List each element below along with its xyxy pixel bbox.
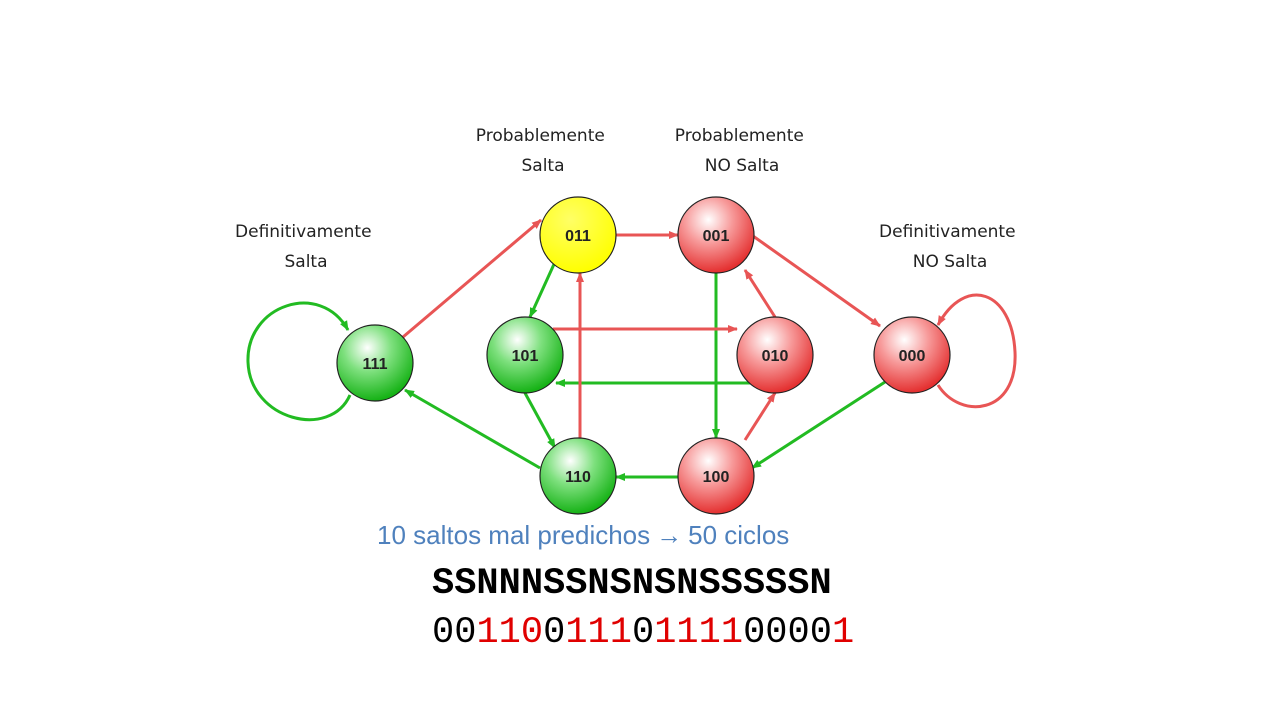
bit-digit: 0 bbox=[787, 612, 810, 654]
state-node-label: 010 bbox=[762, 348, 789, 365]
state-node-101: 101 bbox=[486, 316, 564, 394]
bit-digit: 1 bbox=[654, 612, 677, 654]
state-node-circle bbox=[486, 316, 564, 394]
state-node-label: 000 bbox=[899, 348, 926, 365]
bit-digit: 0 bbox=[432, 612, 455, 654]
mispredict-summary: 10 saltos mal predichos→50 ciclos bbox=[377, 520, 789, 551]
bit-digit: 1 bbox=[476, 612, 499, 654]
label-probablemente-salta: Probablemente Salta bbox=[476, 126, 610, 176]
state-node-circle bbox=[677, 437, 755, 515]
edge-001-to-000 bbox=[752, 234, 881, 328]
edge-101-to-110 bbox=[523, 392, 557, 449]
state-node-label: 101 bbox=[512, 348, 539, 365]
state-node-100: 100 bbox=[677, 437, 755, 515]
label-probablemente-no-salta: Probablemente NO Salta bbox=[675, 126, 809, 176]
state-node-label: 100 bbox=[703, 469, 730, 486]
edge-100-to-010 bbox=[743, 392, 777, 441]
bit-digit: 0 bbox=[809, 612, 832, 654]
state-node-001: 001 bbox=[677, 196, 755, 274]
bit-digit: 1 bbox=[676, 612, 699, 654]
state-node-label: 011 bbox=[565, 228, 591, 245]
bit-digit: 1 bbox=[609, 612, 632, 654]
bit-digit: 1 bbox=[698, 612, 721, 654]
summary-left-text: 10 saltos mal predichos bbox=[377, 520, 651, 550]
state-node-circle bbox=[736, 316, 814, 394]
bit-digit: 1 bbox=[498, 612, 521, 654]
state-node-circle bbox=[539, 437, 617, 515]
bit-digit: 0 bbox=[454, 612, 477, 654]
state-node-circle bbox=[336, 324, 414, 402]
label-definitivamente-no-salta: Definitivamente NO Salta bbox=[879, 222, 1021, 272]
state-node-label: 111 bbox=[363, 356, 388, 373]
state-nodes: 111 011 001 101 010 000 110 100 bbox=[336, 196, 951, 515]
summary-right-text: 50 ciclos bbox=[688, 520, 790, 550]
branch-outcome-sequence: SSNNNSSNSNSNSSSSSN bbox=[432, 563, 832, 605]
state-node-circle bbox=[539, 196, 617, 274]
bit-digit: 0 bbox=[765, 612, 788, 654]
edge-000-to-000 bbox=[936, 293, 1017, 409]
state-node-circle bbox=[873, 316, 951, 394]
bit-digit: 0 bbox=[543, 612, 566, 654]
bit-digit: 1 bbox=[565, 612, 588, 654]
edge-000-to-100 bbox=[751, 380, 886, 470]
state-node-110: 110 bbox=[539, 437, 617, 515]
label-definitivamente-salta: Definitivamente Salta bbox=[235, 222, 377, 272]
state-node-circle bbox=[677, 196, 755, 274]
arrow-right-icon: → bbox=[656, 520, 683, 550]
bit-digit: 0 bbox=[520, 612, 544, 654]
edge-010-to-001 bbox=[743, 269, 777, 318]
state-node-011: 011 bbox=[539, 196, 617, 274]
state-node-111: 111 bbox=[336, 324, 414, 402]
edge-110-to-111 bbox=[404, 388, 541, 470]
bit-digit: 1 bbox=[587, 612, 610, 654]
bit-digit: 0 bbox=[743, 612, 766, 654]
state-node-label: 001 bbox=[703, 228, 730, 245]
edge-011-to-101 bbox=[528, 261, 557, 318]
bit-digit: 1 bbox=[831, 612, 855, 654]
predictor-bit-sequence: 0011001110111100001 bbox=[432, 612, 854, 654]
bit-digit: 1 bbox=[720, 612, 744, 654]
edge-111-to-011 bbox=[402, 218, 542, 339]
edge-111-to-111 bbox=[246, 301, 352, 422]
transition-edges bbox=[246, 218, 1017, 481]
state-node-label: 110 bbox=[565, 469, 591, 486]
state-node-000: 000 bbox=[873, 316, 951, 394]
state-node-010: 010 bbox=[736, 316, 814, 394]
bit-digit: 0 bbox=[631, 612, 655, 654]
